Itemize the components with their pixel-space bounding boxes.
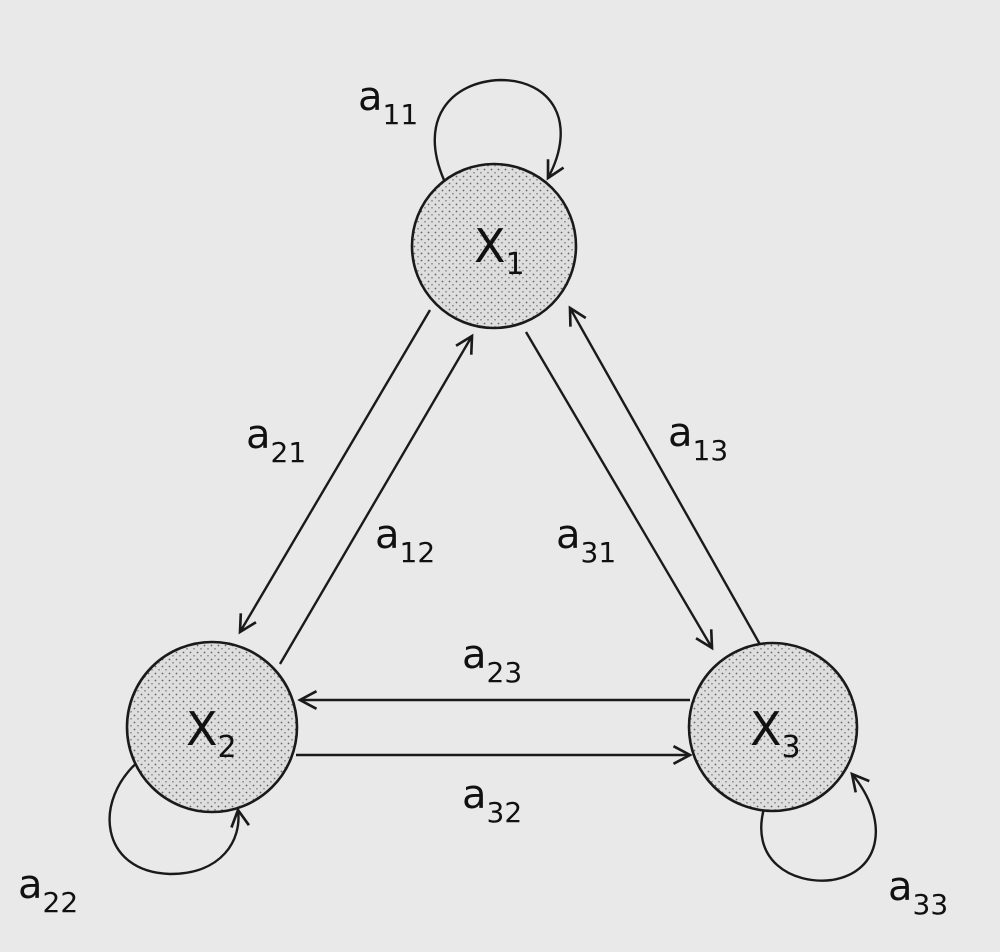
edge-a12 xyxy=(278,333,474,665)
label-a21: a21 xyxy=(246,412,306,469)
label-a32: a32 xyxy=(462,772,522,829)
label-a31: a31 xyxy=(556,512,616,569)
label-a13: a13 xyxy=(668,410,728,467)
node-x2-letter: X xyxy=(186,702,218,756)
node-x1-letter: X xyxy=(474,219,506,273)
svg-text:X3: X3 xyxy=(750,702,801,765)
loop-a33 xyxy=(760,771,877,882)
node-x3: X3 xyxy=(687,641,859,813)
node-x3-sub: 3 xyxy=(782,730,801,765)
node-x2-sub: 2 xyxy=(218,730,237,765)
label-a22: a22 xyxy=(18,862,78,919)
loop-a11 xyxy=(433,78,565,181)
edge-a13 xyxy=(568,305,764,649)
node-x1-sub: 1 xyxy=(506,247,525,282)
label-a12: a12 xyxy=(375,512,435,569)
edge-a21 xyxy=(238,309,432,635)
label-a11: a11 xyxy=(358,74,418,131)
node-x1: X1 xyxy=(410,162,578,330)
label-a23: a23 xyxy=(462,632,522,689)
loop-a22 xyxy=(108,759,250,876)
node-x2: X2 xyxy=(125,640,299,814)
svg-text:X2: X2 xyxy=(186,702,237,765)
edge-a31 xyxy=(524,331,714,651)
node-x3-letter: X xyxy=(750,702,782,756)
svg-text:X1: X1 xyxy=(474,219,525,282)
label-a33: a33 xyxy=(888,864,948,921)
